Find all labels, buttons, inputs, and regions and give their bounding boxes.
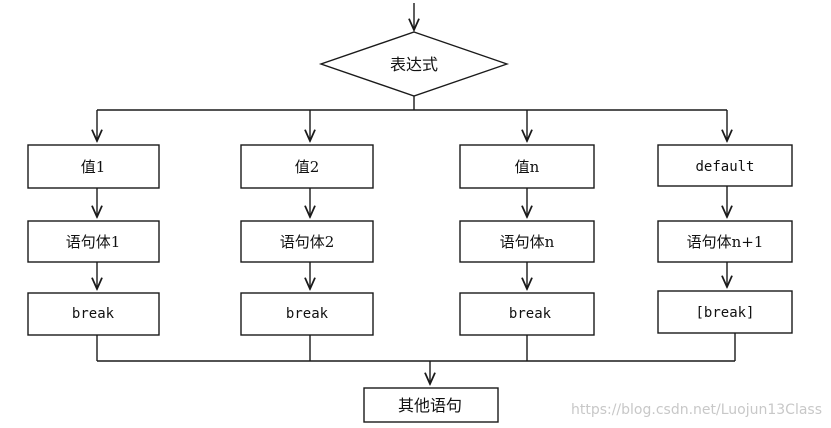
break-box: [27, 292, 160, 336]
break-box: [459, 292, 595, 336]
case-value-label: 值2: [295, 158, 320, 176]
statement-box: [240, 220, 374, 263]
end-box: [363, 387, 499, 423]
decision-label: 表达式: [390, 55, 438, 74]
case-value-label: 值n: [515, 158, 540, 176]
break-label: [break]: [695, 305, 754, 321]
break-box: [240, 292, 374, 336]
case-value-box: [27, 144, 160, 189]
case-value-box: [240, 144, 374, 189]
statement-box: [657, 220, 793, 263]
end-node: 其他语句: [363, 387, 499, 423]
statement-box: [27, 220, 160, 263]
watermark-text: https://blog.csdn.net/Luojun13Class: [571, 402, 822, 418]
statement-label: 语句体n: [500, 233, 555, 251]
statement-box: [459, 220, 595, 263]
break-box: [657, 290, 793, 334]
decision-diamond: 表达式: [318, 31, 510, 97]
statement-label: 语句体n+1: [687, 233, 764, 251]
break-label: break: [509, 306, 552, 322]
statement-label: 语句体2: [280, 233, 335, 251]
branch-column-1: 值1 语句体1 break: [27, 110, 160, 361]
end-label: 其他语句: [398, 396, 462, 415]
branch-column-2: 值2 语句体2 break: [240, 110, 374, 361]
case-value-box: [657, 144, 793, 187]
case-value-label: default: [695, 159, 754, 175]
statement-label: 语句体1: [66, 233, 121, 251]
break-label: break: [72, 306, 115, 322]
case-value-label: 值1: [81, 158, 106, 176]
branch-column-3: 值n 语句体n break: [459, 110, 595, 361]
break-label: break: [286, 306, 329, 322]
branch-column-4: default 语句体n+1 [break]: [657, 110, 793, 361]
